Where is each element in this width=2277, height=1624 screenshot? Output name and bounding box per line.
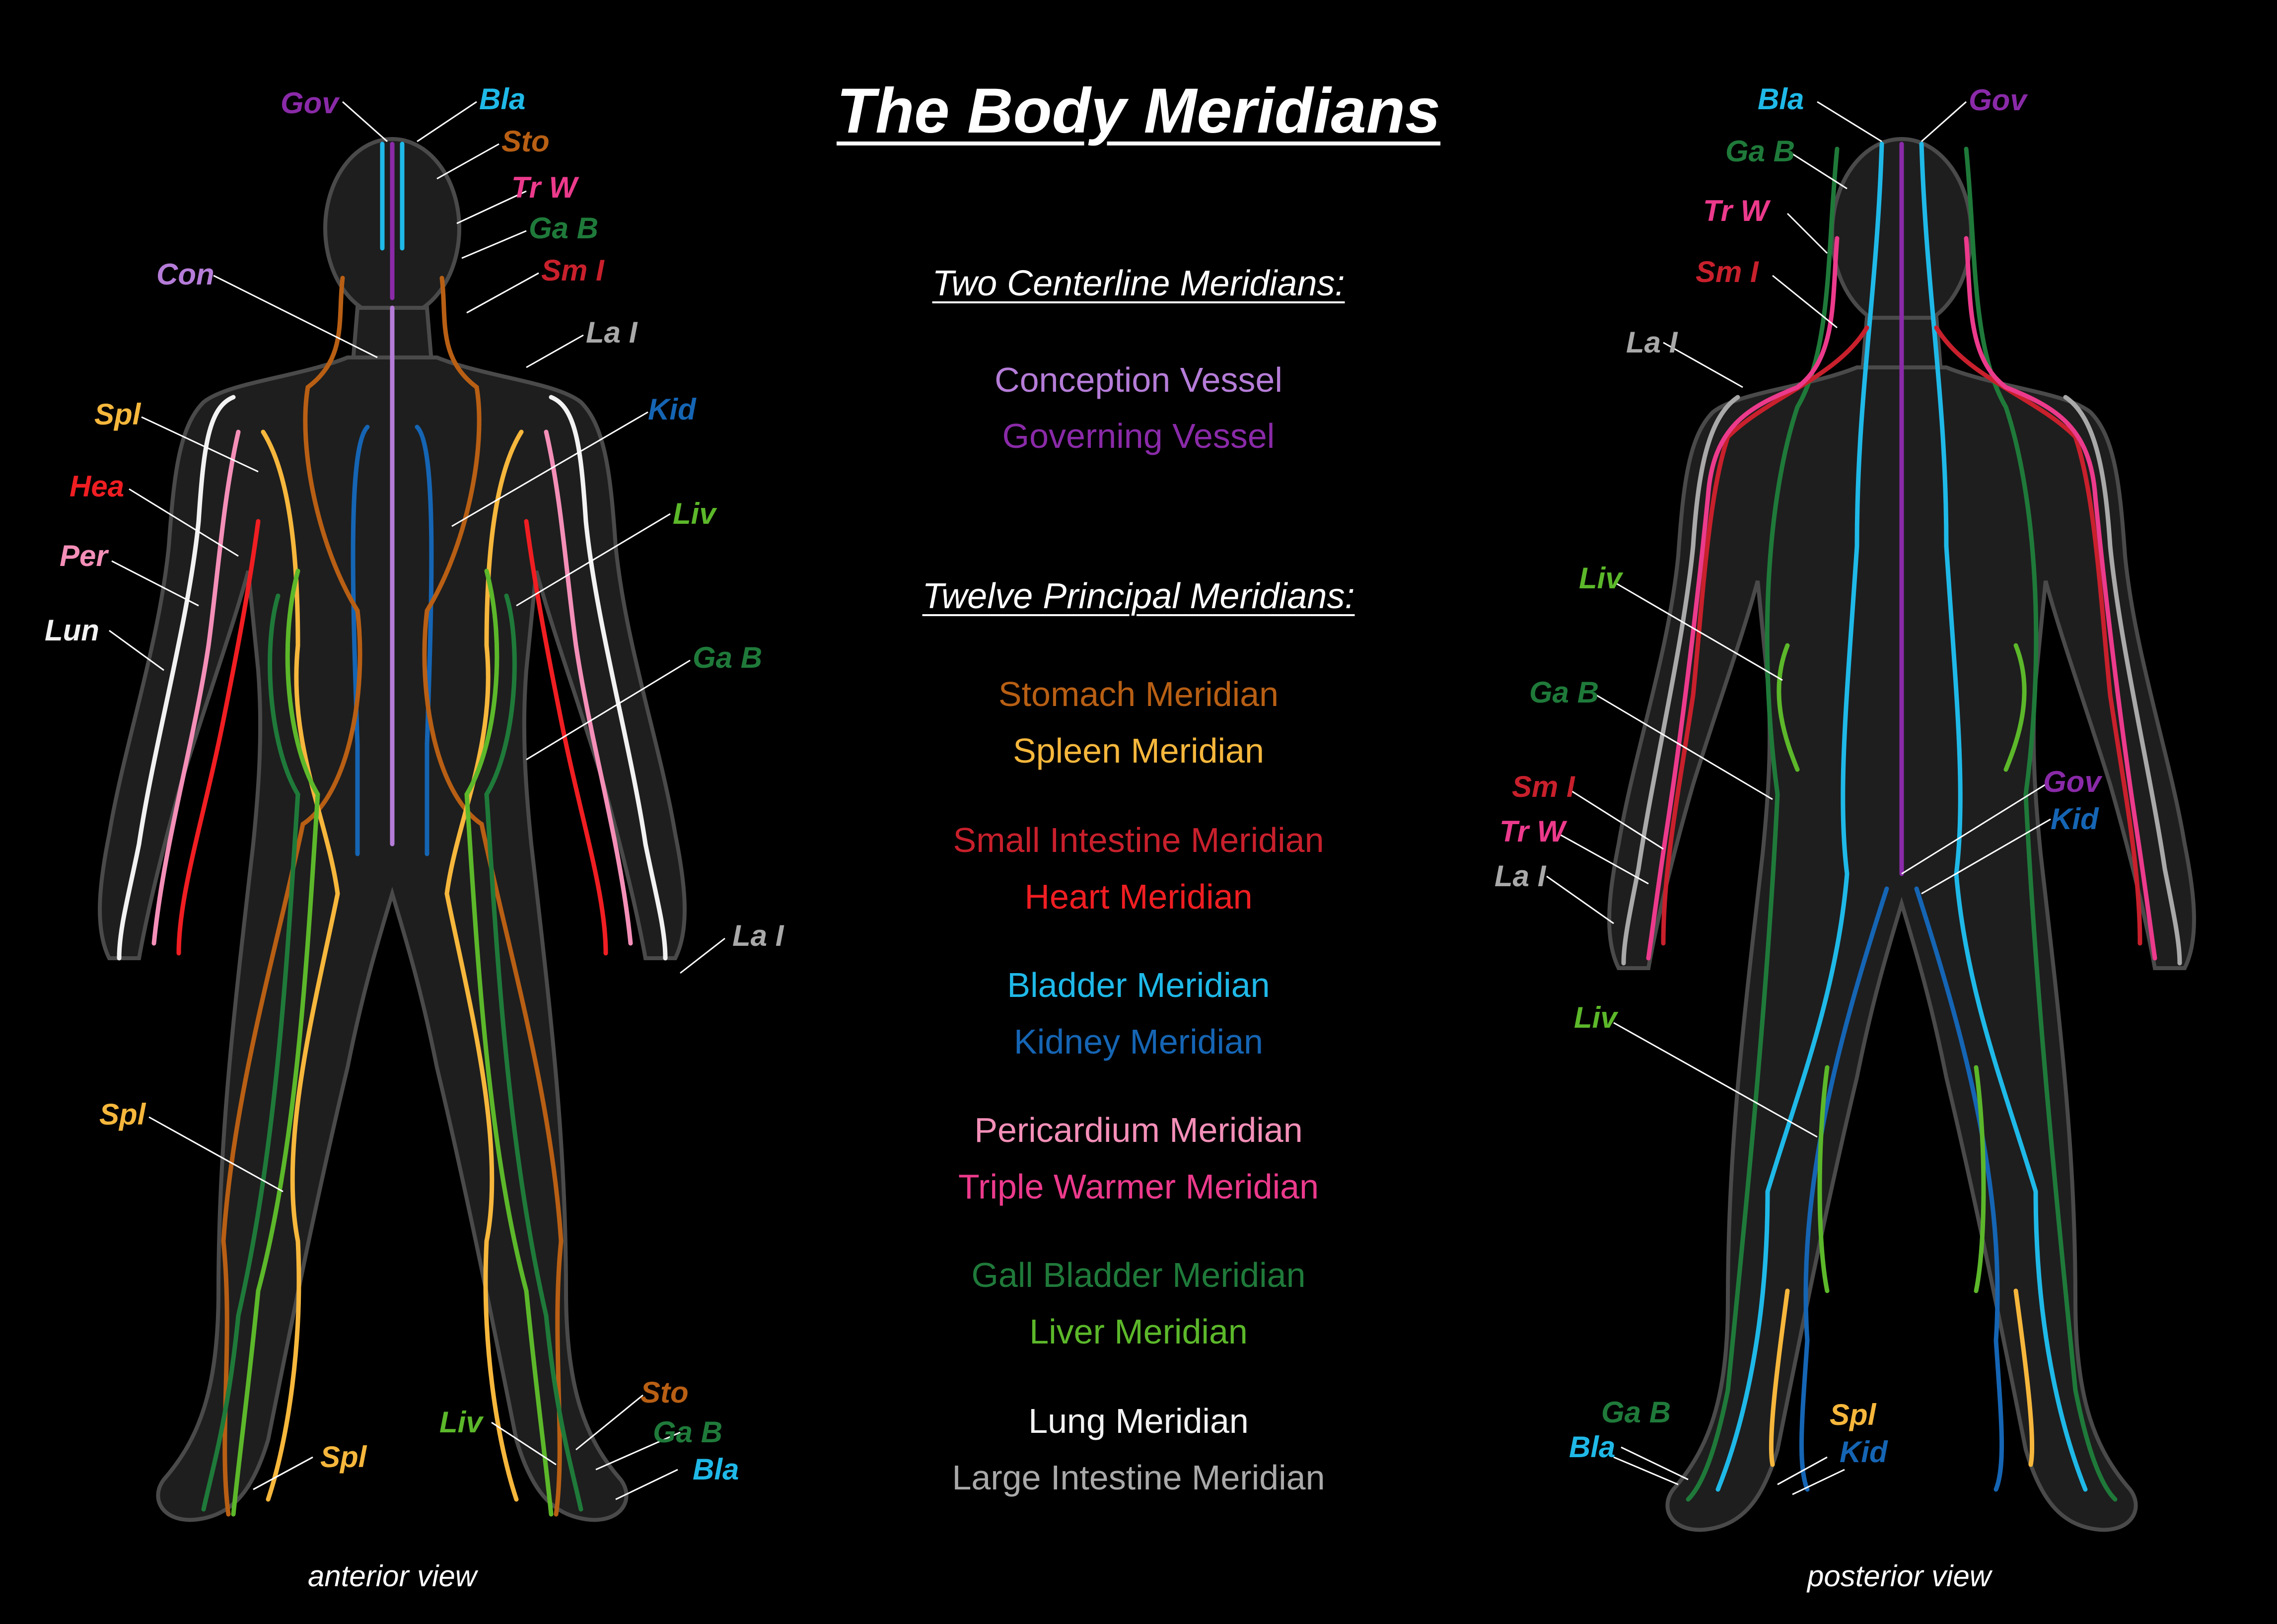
label-post-spl-foot: Spl [1830, 1398, 1877, 1431]
centerline-item-governing: Governing Vessel [1002, 417, 1275, 455]
principal-item-liver: Liver Meridian [1029, 1312, 1248, 1351]
posterior-meridian-lines [1621, 141, 2182, 1502]
post-triple-warmer-line [1646, 236, 2157, 961]
ant-stomach-line [221, 276, 564, 1517]
label-ant-spl-top: Spl [94, 398, 142, 431]
ant-gallbladder-line [201, 593, 583, 1512]
label-ant-hea: Hea [70, 470, 124, 503]
label-post-smi: Sm I [1696, 255, 1759, 288]
label-ant-liv-foot: Liv [439, 1406, 484, 1439]
label-ant-trw: Tr W [511, 171, 579, 204]
principal-item-bladder: Bladder Meridian [1007, 966, 1270, 1004]
principal-item-triple-warmer: Triple Warmer Meridian [958, 1167, 1319, 1206]
ant-pericardium-line [151, 429, 633, 946]
principal-item-gall-bladder: Gall Bladder Meridian [971, 1256, 1306, 1294]
label-post-smi-hand: Sm I [1512, 770, 1575, 803]
principal-item-kidney: Kidney Meridian [1014, 1022, 1263, 1061]
label-post-bla: Bla [1758, 82, 1804, 116]
label-ant-liv-top: Liv [673, 497, 717, 530]
label-post-kid-foot: Kid [1840, 1435, 1888, 1469]
principal-item-lung: Lung Meridian [1028, 1402, 1249, 1440]
label-post-trw: Tr W [1703, 194, 1771, 227]
principal-item-large-intestine: Large Intestine Meridian [952, 1458, 1325, 1497]
post-bladder-line [1715, 141, 2088, 1492]
post-kidney-line [1799, 886, 2004, 1492]
centerline-item-conception: Conception Vessel [995, 360, 1282, 399]
post-spleen-line [1769, 1288, 2035, 1467]
label-post-trw-hand: Tr W [1499, 815, 1567, 848]
label-ant-per: Per [60, 539, 109, 572]
label-ant-smi: Sm I [541, 254, 605, 287]
label-ant-sto: Sto [501, 125, 550, 158]
principal-heading: Twelve Principal Meridians: [922, 576, 1355, 616]
label-post-liv-leg: Liv [1574, 1001, 1619, 1034]
label-post-bla-foot: Bla [1569, 1430, 1615, 1464]
ant-liver-line [231, 568, 554, 1517]
centerline-heading: Two Centerline Meridians: [932, 264, 1345, 303]
label-ant-gab: Ga B [529, 212, 598, 245]
label-ant-spl-foot: Spl [320, 1440, 367, 1474]
label-post-gab-hip: Ga B [1529, 676, 1599, 709]
post-liver-line [1777, 643, 2027, 1293]
principal-item-small-intestine: Small Intestine Meridian [953, 821, 1324, 859]
label-post-gab: Ga B [1725, 135, 1795, 168]
posterior-labels: Bla Gov Ga B Tr W Sm I La I Liv Ga B Sm … [1494, 82, 2103, 1469]
label-ant-gov: Gov [281, 86, 340, 120]
ant-lung-line [117, 395, 668, 961]
anterior-labels: Gov Bla Sto Tr W Ga B Sm I Con La I Spl … [45, 82, 784, 1486]
posterior-figure [1607, 137, 2196, 1532]
label-post-gab-foot: Ga B [1601, 1396, 1671, 1429]
anterior-view-caption: anterior view [308, 1559, 477, 1593]
label-ant-con: Con [156, 258, 214, 291]
label-ant-kid: Kid [648, 393, 697, 426]
label-post-gov: Gov [1969, 83, 2028, 117]
principal-item-pericardium: Pericardium Meridian [974, 1111, 1303, 1149]
page-title: The Body Meridians [836, 75, 1441, 146]
principal-item-heart: Heart Meridian [1024, 877, 1253, 916]
post-large-intestine-line [1621, 395, 2182, 966]
post-gallbladder-line [1686, 146, 2118, 1502]
anterior-figure [98, 137, 687, 1522]
label-ant-lai-top: La I [586, 316, 638, 349]
label-post-kid: Kid [2051, 802, 2099, 836]
leader-lines [109, 101, 2051, 1500]
label-ant-gab-foot: Ga B [653, 1415, 722, 1449]
label-ant-lun: Lun [45, 614, 99, 647]
anterior-meridian-lines [117, 141, 668, 1517]
principal-item-spleen: Spleen Meridian [1013, 731, 1264, 770]
label-ant-bla: Bla [479, 82, 525, 116]
label-ant-lai-hand: La I [732, 919, 784, 952]
principal-item-stomach: Stomach Meridian [998, 675, 1279, 713]
posterior-view-caption: posterior view [1807, 1559, 1992, 1593]
label-post-lai: La I [1626, 326, 1678, 359]
label-ant-bla-foot: Bla [693, 1453, 739, 1486]
label-post-gov-low: Gov [2043, 765, 2103, 798]
label-post-liv: Liv [1579, 562, 1624, 595]
label-ant-sto-foot: Sto [640, 1376, 689, 1409]
label-post-lai-hand: La I [1494, 859, 1547, 893]
label-ant-spl-leg: Spl [99, 1098, 146, 1131]
ant-bladder-head-line [380, 141, 405, 251]
label-ant-gab-mid: Ga B [693, 641, 762, 674]
